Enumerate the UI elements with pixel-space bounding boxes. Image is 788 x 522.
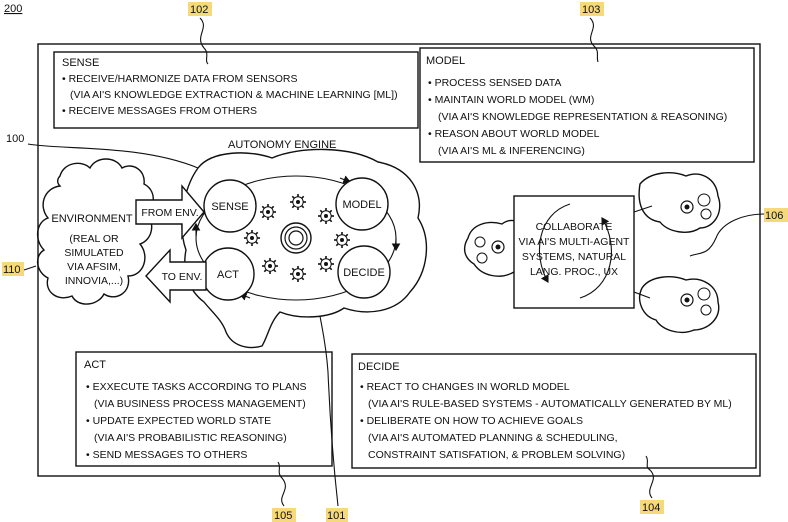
act-line-5: • SEND MESSAGES TO OTHERS (86, 449, 247, 461)
ref-103: 103 (582, 4, 600, 16)
agent-link-top (633, 205, 653, 213)
decide-box-title: DECIDE (358, 361, 400, 373)
collaborate-line-4: LANG. PROC., UX (530, 266, 618, 278)
environment-line-3: VIA AFSIM, (67, 261, 121, 273)
sense-box-title: SENSE (62, 57, 99, 69)
ref-101: 101 (327, 510, 345, 522)
collaborate-line-1: COLLABORATE (536, 221, 613, 233)
model-box: MODEL • PROCESS SENSED DATA • MAINTAIN W… (419, 47, 755, 163)
leader-103 (589, 17, 599, 63)
gear-icon (261, 257, 279, 275)
leader-100 (27, 143, 199, 169)
decide-line-3: • DELIBERATE ON HOW TO ACHIEVE GOALS (360, 415, 583, 427)
ref-105: 105 (274, 510, 292, 522)
leader-101 (319, 315, 339, 507)
gear-icon (333, 231, 351, 249)
environment-cloud (37, 158, 154, 305)
from-env-arrow: FROM ENV. (135, 184, 205, 240)
ref-102: 102 (190, 4, 208, 16)
to-env-arrow: TO ENV. (145, 248, 207, 304)
ref-106: 106 (765, 210, 783, 222)
environment-title: ENVIRONMENT (51, 213, 133, 225)
collab-arrow-right (579, 217, 612, 299)
act-box: ACT • EXXECUTE TASKS ACCORDING TO PLANS … (75, 351, 333, 467)
engine-model-label: MODEL (342, 199, 381, 211)
autonomy-engine-title: AUTONOMY ENGINE (228, 139, 336, 151)
gear-icon (317, 207, 335, 225)
to-env-label: TO ENV. (162, 271, 203, 283)
leader-106 (689, 213, 765, 257)
collab-arrow-left (538, 203, 571, 283)
leader-110 (23, 265, 37, 271)
from-env-label: FROM ENV. (141, 207, 198, 219)
gear-icon (289, 193, 307, 211)
decide-line-5: CONSTRAINT SATISFATION, & PROBLEM SOLVIN… (368, 449, 625, 461)
engine-decide-node: DECIDE (337, 245, 391, 299)
ref-100: 100 (6, 133, 24, 145)
sense-box: SENSE • RECEIVE/HARMONIZE DATA FROM SENS… (53, 51, 419, 129)
sense-line-3: • RECEIVE MESSAGES FROM OTHERS (62, 105, 257, 117)
decide-line-1: • REACT TO CHANGES IN WORLD MODEL (360, 381, 570, 393)
ref-110: 110 (3, 264, 21, 276)
brain-outline (181, 148, 428, 349)
model-box-title: MODEL (426, 55, 465, 67)
model-line-4: • REASON ABOUT WORLD MODEL (428, 128, 600, 140)
decide-line-2: (VIA AI'S RULE-BASED SYSTEMS - AUTOMATIC… (368, 398, 732, 410)
model-line-5: (VIA AI'S ML & INFERENCING) (438, 145, 585, 157)
act-line-3: • UPDATE EXPECTED WORLD STATE (86, 415, 271, 427)
agent-link-bottom (633, 291, 651, 299)
engine-sense-label: SENSE (211, 201, 248, 213)
leader-104 (645, 455, 654, 499)
agent-top-right (638, 172, 721, 233)
collaborate-line-2: VIA AI'S MULTI-AGENT (519, 236, 631, 248)
gear-icon (289, 265, 307, 283)
gear-icon (243, 229, 261, 247)
ref-104: 104 (642, 502, 660, 514)
engine-act-label: ACT (217, 269, 239, 281)
act-box-title: ACT (84, 359, 106, 371)
engine-sense-node: SENSE (203, 179, 257, 233)
engine-decide-label: DECIDE (343, 267, 385, 279)
environment-line-1: (REAL OR (69, 233, 119, 245)
agent-bottom-right (638, 276, 720, 334)
engine-act-node: ACT (201, 247, 255, 301)
gear-icon (259, 203, 277, 221)
act-line-1: • EXXECUTE TASKS ACCORDING TO PLANS (86, 381, 307, 393)
collaborate-box: COLLABORATE VIA AI'S MULTI-AGENT SYSTEMS… (513, 195, 635, 309)
act-line-4: (VIA AI'S PROBABILISTIC REASONING) (94, 432, 287, 444)
model-line-1: • PROCESS SENSED DATA (428, 77, 561, 89)
sense-line-2: (VIA AI'S KNOWLEDGE EXTRACTION & MACHINE… (70, 89, 398, 101)
decide-box: DECIDE • REACT TO CHANGES IN WORLD MODEL… (351, 353, 757, 469)
gear-icon (317, 255, 335, 273)
collaborate-line-3: SYSTEMS, NATURAL (522, 251, 626, 263)
leader-105 (277, 461, 286, 507)
model-line-2: • MAINTAIN WORLD MODEL (WM) (428, 94, 594, 106)
environment-line-4: INNOVIA,...) (65, 275, 123, 287)
decide-line-4: (VIA AI'S AUTOMATED PLANNING & SCHEDULIN… (368, 432, 618, 444)
figure-number: 200 (4, 3, 22, 15)
leader-102 (199, 17, 209, 65)
act-line-2: (VIA BUSINESS PROCESS MANAGEMENT) (94, 398, 306, 410)
model-line-3: (VIA AI'S KNOWLEDGE REPRESENTATION & REA… (438, 111, 727, 123)
sense-line-1: • RECEIVE/HARMONIZE DATA FROM SENSORS (62, 73, 297, 85)
engine-model-node: MODEL (335, 177, 389, 231)
environment-line-2: SIMULATED (64, 247, 124, 259)
engine-core (280, 222, 312, 254)
